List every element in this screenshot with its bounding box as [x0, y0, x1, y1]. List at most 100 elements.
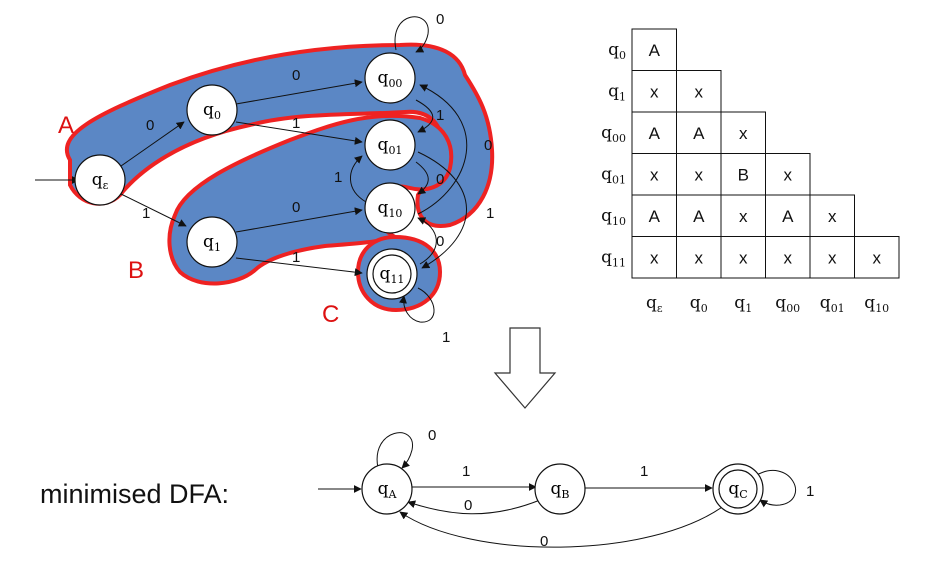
table-cell	[720, 111, 766, 154]
edge-label-q1-q11: 1	[292, 249, 300, 266]
state-label: q11	[380, 264, 405, 286]
state-circle	[186, 84, 238, 136]
min-edge-label-qC-qA: 0	[540, 533, 548, 550]
table-cell-mark: x	[784, 165, 793, 184]
edge-label-q0-q01: 1	[292, 115, 300, 132]
table-row-header: q1	[608, 81, 626, 103]
state-circle	[712, 463, 764, 515]
table-cell-mark: x	[739, 124, 748, 143]
state-circle	[364, 182, 416, 234]
state-circle	[364, 119, 416, 171]
state-circle	[366, 248, 418, 300]
state-qA: qA	[361, 463, 413, 515]
state-q1: q1	[186, 216, 238, 268]
table-cell	[765, 236, 811, 279]
edge-q01-q11	[417, 151, 467, 269]
table-cell	[809, 236, 855, 279]
table-cell	[854, 236, 900, 279]
state-q0: q0	[186, 84, 238, 136]
table-cell-mark: x	[828, 248, 837, 267]
state-label: q01	[378, 135, 403, 157]
edge-q0-q01	[235, 121, 363, 145]
table-col-header: qε	[646, 293, 663, 315]
edge-label-q10-q01: 1	[334, 169, 342, 186]
table-cell-mark: x	[739, 207, 748, 226]
min-dfa-edge-labels: 0 1 0 1 1 0	[428, 427, 814, 550]
region-label-b: B	[128, 257, 144, 284]
edge-q11-q10	[417, 217, 437, 265]
table-row-header: q01	[601, 164, 626, 186]
state-label: qB	[551, 479, 570, 501]
table-cell-mark: x	[695, 82, 704, 101]
edge-label-q0-q00: 0	[292, 67, 300, 84]
edge-label-qe-q1: 1	[142, 205, 150, 222]
min-edge-label-qB-qC: 1	[640, 463, 648, 480]
edge-q1-q10	[235, 207, 363, 233]
top-dfa-edges	[35, 16, 468, 323]
table-col-header: q0	[690, 293, 708, 315]
minimised-dfa-caption: minimised DFA:	[40, 479, 229, 509]
edge-label-q01-q11: 1	[486, 205, 494, 222]
table-cell-mark: x	[695, 248, 704, 267]
state-circle	[364, 52, 416, 104]
min-dfa-states: qA qB qC	[361, 463, 764, 515]
down-arrow	[493, 327, 557, 409]
edge-label-q00-loop: 0	[436, 11, 444, 28]
region-label-c: C	[322, 301, 339, 328]
edge-q00-loop	[394, 16, 429, 53]
table-cell-mark: x	[695, 165, 704, 184]
state-circle	[361, 463, 413, 515]
accepting-ring	[372, 254, 412, 294]
table-col-header: q01	[820, 293, 845, 315]
table-cell-mark: x	[650, 165, 659, 184]
state-q00: q00	[364, 52, 416, 104]
min-edge-qB-qA	[407, 499, 541, 515]
table-row-header: q10	[601, 206, 626, 228]
edge-label-q00-q01: 1	[436, 107, 444, 124]
edge-q10-q01	[350, 155, 367, 203]
table-cell-mark: A	[693, 124, 705, 143]
table-cell-mark: x	[873, 248, 882, 267]
table-cell-mark: x	[650, 248, 659, 267]
table-row-header: q0	[608, 40, 626, 62]
table-cell	[676, 236, 722, 279]
table-cell-mark: B	[738, 165, 749, 184]
table-cell	[676, 70, 722, 113]
edge-qe-q0	[120, 121, 185, 167]
table-cell-mark: A	[649, 207, 661, 226]
min-edge-label-qB-qA: 0	[464, 497, 472, 514]
table-cell-mark: A	[649, 124, 661, 143]
table-cell	[676, 153, 722, 196]
edge-q00-q01	[415, 99, 434, 133]
state-label: qC	[728, 479, 747, 501]
table-cell-mark: A	[782, 207, 794, 226]
state-qe: qε	[74, 154, 126, 206]
edge-q1-q11	[235, 257, 363, 277]
edge-label-q1-q10: 0	[292, 199, 300, 216]
table-col-header: q1	[734, 293, 752, 315]
min-edge-label-qC-loop: 1	[806, 483, 814, 500]
edge-qe-q1	[120, 193, 187, 227]
edge-q10-q00	[417, 84, 468, 215]
state-circle	[74, 154, 126, 206]
top-dfa-states: qε q0 q1 q00 q01 q10 q11	[74, 52, 418, 300]
table-col-header: q00	[775, 293, 800, 315]
table-cell	[631, 28, 677, 71]
state-label: q0	[203, 100, 221, 122]
state-label: q1	[203, 232, 221, 254]
edge-q0-q00	[235, 79, 363, 105]
table-cell-mark: x	[650, 82, 659, 101]
min-edge-label-qA-loop: 0	[428, 427, 436, 444]
table-cell	[809, 194, 855, 237]
state-qC: qC	[712, 463, 764, 515]
table-row-header: q11	[601, 247, 626, 269]
state-circle	[534, 463, 586, 515]
min-edge-qC-qA	[399, 504, 726, 548]
table-cell-mark: x	[739, 248, 748, 267]
state-label: qA	[378, 479, 398, 501]
edge-q11-loop	[399, 287, 435, 323]
min-edge-qC-loop	[754, 470, 797, 508]
